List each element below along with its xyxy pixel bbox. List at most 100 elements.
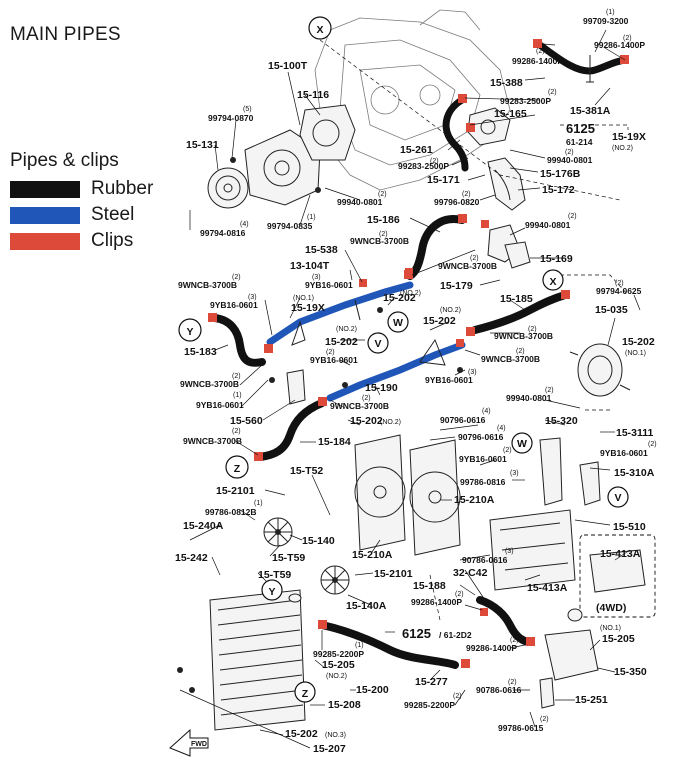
qty-label: (NO.3) <box>325 732 346 739</box>
svg-text:W: W <box>517 438 527 450</box>
part-label: 99786-0812B <box>205 507 257 517</box>
part-label: 9YB16-0601 <box>425 375 473 385</box>
part-label: 6125 <box>402 626 431 641</box>
part-label: 15-035 <box>595 304 628 316</box>
part-label: 99286-1400P <box>411 597 462 607</box>
part-label: 15-242 <box>175 552 208 564</box>
callout-w-right: W <box>511 432 533 454</box>
radiator <box>177 589 306 731</box>
callout-v-right: V <box>607 486 629 508</box>
water-pump <box>207 104 356 209</box>
part-label: 15-320 <box>545 415 578 427</box>
hose-15-188 <box>476 596 535 646</box>
qty-label: (2) <box>545 387 554 394</box>
svg-text:V: V <box>614 492 621 504</box>
part-label: 15-19X <box>291 302 325 314</box>
part-label: 15-202 <box>622 336 655 348</box>
qty-label: (2) <box>615 280 624 287</box>
hose-15-184 <box>254 397 327 461</box>
part-label: 15-131 <box>186 139 219 151</box>
legend-item-steel: Steel <box>10 204 135 225</box>
part-label: 9YB16-0601 <box>600 448 648 458</box>
clip-marker <box>480 608 488 616</box>
clip-marker <box>318 620 327 629</box>
qty-label: (1) <box>233 392 242 399</box>
part-label: 99796-0820 <box>434 197 480 207</box>
qty-label: (3) <box>510 470 519 477</box>
pump-15-035 <box>569 343 631 397</box>
part-label: 9WNCB-3700B <box>180 379 239 389</box>
svg-text:Z: Z <box>302 688 309 700</box>
plate-15-413a <box>489 509 656 618</box>
reserve-tank <box>539 608 599 709</box>
part-label: 99794-0870 <box>208 113 254 123</box>
part-label: 90786-0616 <box>476 685 522 695</box>
part-label: 15-205 <box>322 659 355 671</box>
part-label: 15-100T <box>268 60 308 72</box>
thermostat-housing <box>467 107 526 211</box>
part-label: 90796-0616 <box>458 432 504 442</box>
legend-label-steel: Steel <box>91 204 135 225</box>
qty-label: (2) <box>232 373 241 380</box>
clip-marker <box>533 39 542 48</box>
clip-marker <box>456 339 464 347</box>
qty-label: (2) <box>528 326 537 333</box>
part-label: 15-240A <box>183 520 224 532</box>
part-label: 99286-1400P <box>466 643 517 653</box>
qty-label: (2) <box>362 395 371 402</box>
part-label: 99940-0801 <box>506 393 552 403</box>
qty-label: (2) <box>455 591 464 598</box>
callout-circles: X X Y Y W W V V Z Z <box>178 16 629 703</box>
part-label: 15-210A <box>352 549 393 561</box>
qty-label: (4) <box>497 425 506 432</box>
part-label: 9WNCB-3700B <box>330 401 389 411</box>
part-label: 9YB16-0601 <box>210 300 258 310</box>
legend-label-rubber: Rubber <box>91 178 154 199</box>
qty-label: (2) <box>568 213 577 220</box>
part-label: 9WNCB-3700B <box>481 354 540 364</box>
hose-15-277 <box>318 620 470 669</box>
part-label: 15-2101 <box>216 485 255 497</box>
qty-label: (4) <box>482 408 491 415</box>
legend-label-clips: Clips <box>91 230 134 251</box>
qty-label: (NO.2) <box>440 307 461 314</box>
clip-marker <box>359 279 367 287</box>
part-label: 15-3111 <box>616 427 654 439</box>
clip-marker <box>481 220 489 228</box>
part-label: 13-104T <box>290 260 330 272</box>
bracket-15-560 <box>269 369 306 405</box>
qty-label: (3) <box>312 274 321 281</box>
part-label: 99940-0801 <box>525 220 571 230</box>
part-label: 99786-0816 <box>460 477 506 487</box>
callout-y-bottom: Y <box>261 579 283 601</box>
part-label: 9WNCB-3700B <box>494 331 553 341</box>
part-label: 15-202 <box>350 415 383 427</box>
steel-pipe-15-19x <box>266 268 414 346</box>
legend-swatch-rubber <box>10 180 80 198</box>
svg-text:V: V <box>374 338 381 350</box>
legend-item-rubber: Rubber <box>10 178 154 199</box>
part-label: 99786-0615 <box>498 723 544 733</box>
part-label: 9WNCB-3700B <box>178 280 237 290</box>
part-label: 15-T52 <box>290 465 323 477</box>
svg-text:FWD: FWD <box>191 741 207 748</box>
part-label: 15-413A <box>527 582 568 594</box>
callout-x-mid: X <box>542 269 564 291</box>
part-label: 15-140A <box>346 600 387 612</box>
reference-lines <box>319 39 629 621</box>
part-label: 15-190 <box>365 382 398 394</box>
qty-label: (2) <box>378 191 387 198</box>
part-label: 99940-0801 <box>547 155 593 165</box>
qty-label: (2) <box>232 274 241 281</box>
callout-x-top: X <box>308 16 332 40</box>
part-label: 15-538 <box>305 244 338 256</box>
bracket-15-320 <box>539 437 601 506</box>
part-label: 99285-2200P <box>404 700 455 710</box>
qty-label: (2) <box>453 693 462 700</box>
hose-15-165 <box>442 94 475 172</box>
clip-marker <box>458 214 467 223</box>
qty-label: (NO.2) <box>400 290 421 297</box>
part-label: 99285-2200P <box>313 649 364 659</box>
part-label: 15-350 <box>614 666 647 678</box>
